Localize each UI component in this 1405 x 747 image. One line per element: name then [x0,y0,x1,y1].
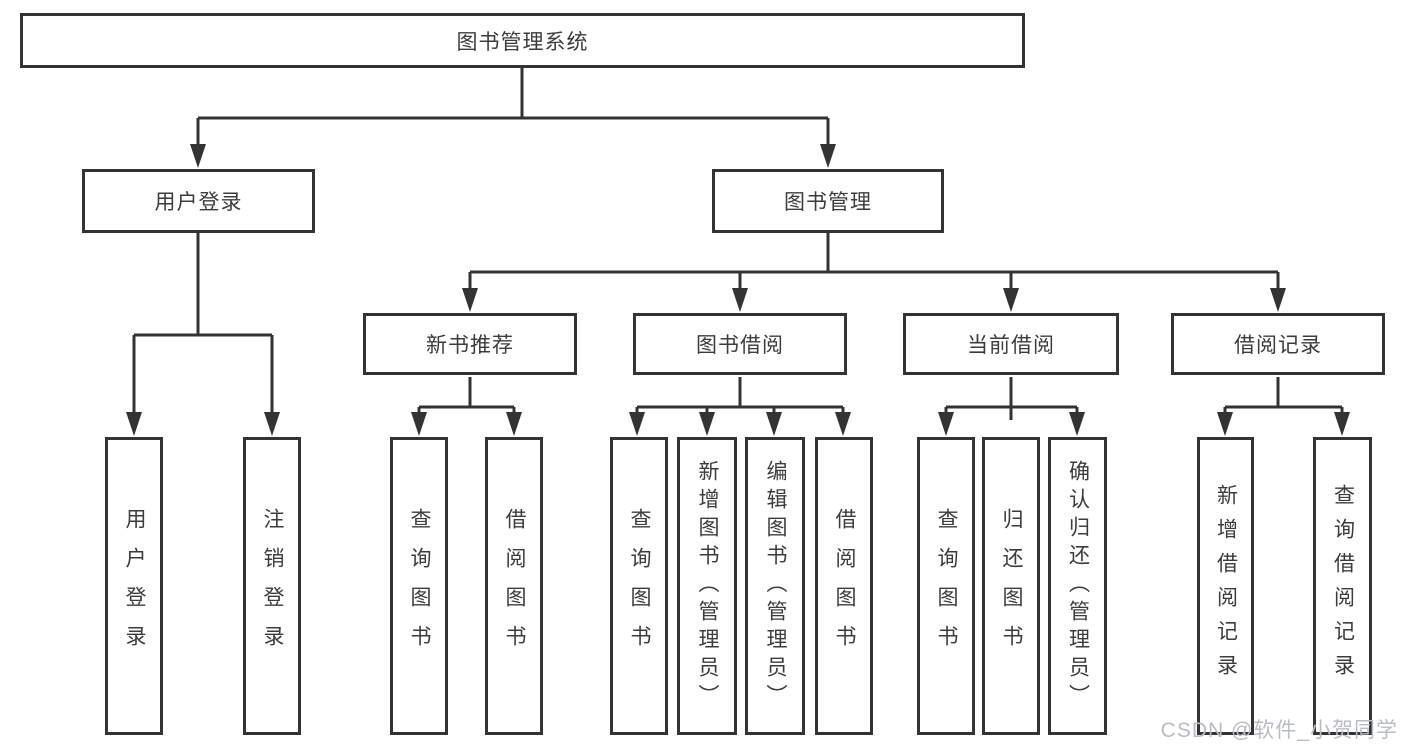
leaf-recommend-borrow-book: 借阅图书 [485,437,543,735]
node-borrow-records: 借阅记录 [1171,313,1385,375]
leaf-records-add-record: 新增借阅记录 [1197,437,1254,735]
leaf-label: 归还图书 [1000,508,1023,664]
leaf-label: 编辑图书（管理员） [764,460,787,712]
leaf-current-query-book: 查询图书 [917,437,975,735]
node-user-login: 用户登录 [82,169,315,233]
leaf-user-login: 用户登录 [105,437,163,735]
leaf-label: 用户登录 [123,508,146,664]
leaf-logout: 注销登录 [243,437,301,735]
node-new-book-recommend: 新书推荐 [363,313,577,375]
leaf-recommend-query-book: 查询图书 [390,437,448,735]
leaf-label: 借阅图书 [833,508,856,664]
leaf-borrow-borrow-book: 借阅图书 [815,437,873,735]
node-book-borrow: 图书借阅 [633,313,847,375]
node-book-management: 图书管理 [712,169,944,233]
leaf-label: 注销登录 [261,508,284,664]
node-root: 图书管理系统 [20,13,1025,68]
leaf-label: 借阅图书 [503,508,526,664]
leaf-borrow-edit-book-admin: 编辑图书（管理员） [745,437,805,735]
leaf-borrow-query-book: 查询图书 [610,437,668,735]
leaf-label: 新增图书（管理员） [696,460,719,712]
leaf-label: 查询图书 [628,508,651,664]
node-current-borrow: 当前借阅 [903,313,1119,375]
leaf-label: 新增借阅记录 [1214,484,1238,688]
leaf-records-query-record: 查询借阅记录 [1313,437,1372,735]
leaf-label: 查询图书 [935,508,958,664]
leaf-label: 确认归还（管理员） [1066,460,1090,712]
leaf-label: 查询借阅记录 [1331,484,1355,688]
csdn-watermark: CSDN @软件_小贺同学 [1160,719,1398,742]
leaf-label: 查询图书 [408,508,431,664]
leaf-current-confirm-return-admin: 确认归还（管理员） [1048,437,1107,735]
leaf-current-return-book: 归还图书 [982,437,1040,735]
leaf-borrow-add-book-admin: 新增图书（管理员） [677,437,737,735]
